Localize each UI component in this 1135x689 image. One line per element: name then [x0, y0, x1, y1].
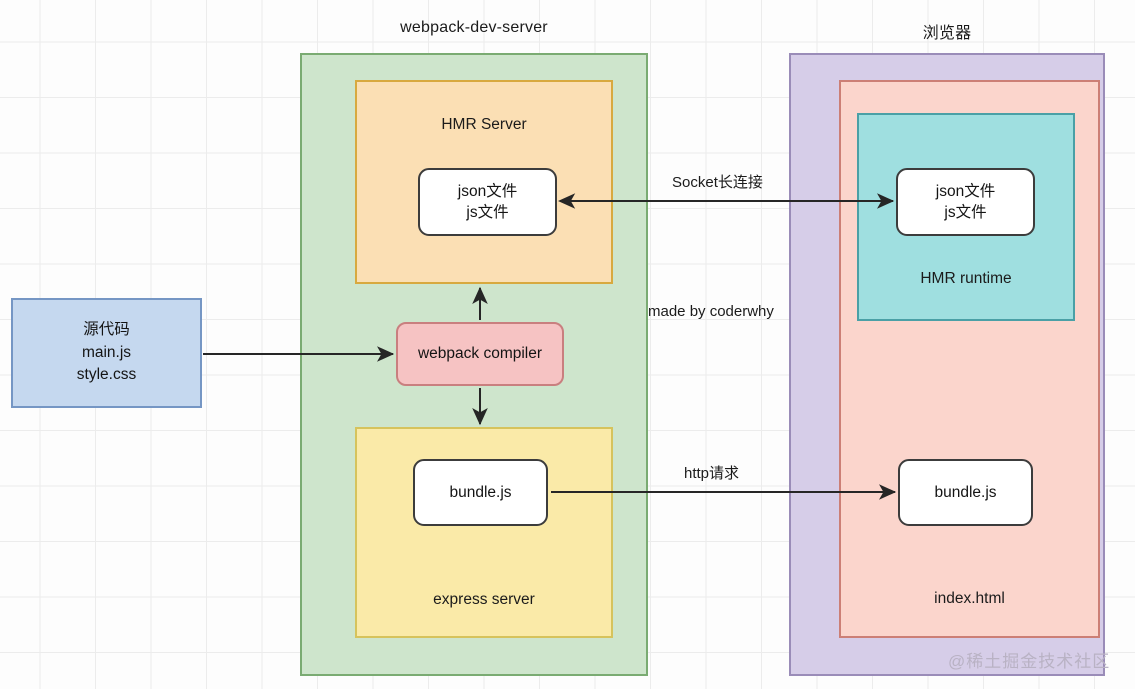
index-html-label: index.html: [934, 590, 1005, 607]
http-edge-label: http请求: [684, 465, 740, 482]
credit-note: made by coderwhy: [648, 303, 774, 320]
watermark: @稀土掘金技术社区: [948, 652, 1111, 671]
source-code-line-3: style.css: [76, 366, 137, 384]
dev-server-title: webpack-dev-server: [400, 19, 548, 36]
hmr-runtime-label: HMR runtime: [920, 270, 1012, 287]
hmr-server-files-node: json文件 js文件: [418, 168, 557, 236]
hmr-runtime-files-line-2: js文件: [944, 204, 987, 221]
browser-title: 浏览器: [922, 25, 972, 42]
source-code-node: 源代码 main.js style.css: [11, 298, 202, 408]
express-bundle-label: bundle.js: [449, 483, 512, 501]
hmr-server-files-line-2: js文件: [466, 204, 509, 221]
express-bundle-node: bundle.js: [413, 459, 548, 526]
express-server-label: express server: [433, 591, 535, 608]
browser-bundle-node: bundle.js: [898, 459, 1033, 526]
hmr-runtime-files-node: json文件 js文件: [896, 168, 1035, 236]
webpack-compiler-node: webpack compiler: [396, 322, 564, 386]
webpack-compiler-label: webpack compiler: [417, 345, 543, 363]
source-code-line-1: 源代码: [83, 321, 130, 339]
hmr-server-label: HMR Server: [441, 116, 527, 133]
source-code-line-2: main.js: [81, 343, 132, 361]
socket-edge-label: Socket长连接: [672, 174, 763, 191]
hmr-runtime-files-line-1: json文件: [935, 182, 996, 200]
hmr-server-files-line-1: json文件: [457, 182, 518, 200]
browser-bundle-label: bundle.js: [934, 483, 997, 501]
